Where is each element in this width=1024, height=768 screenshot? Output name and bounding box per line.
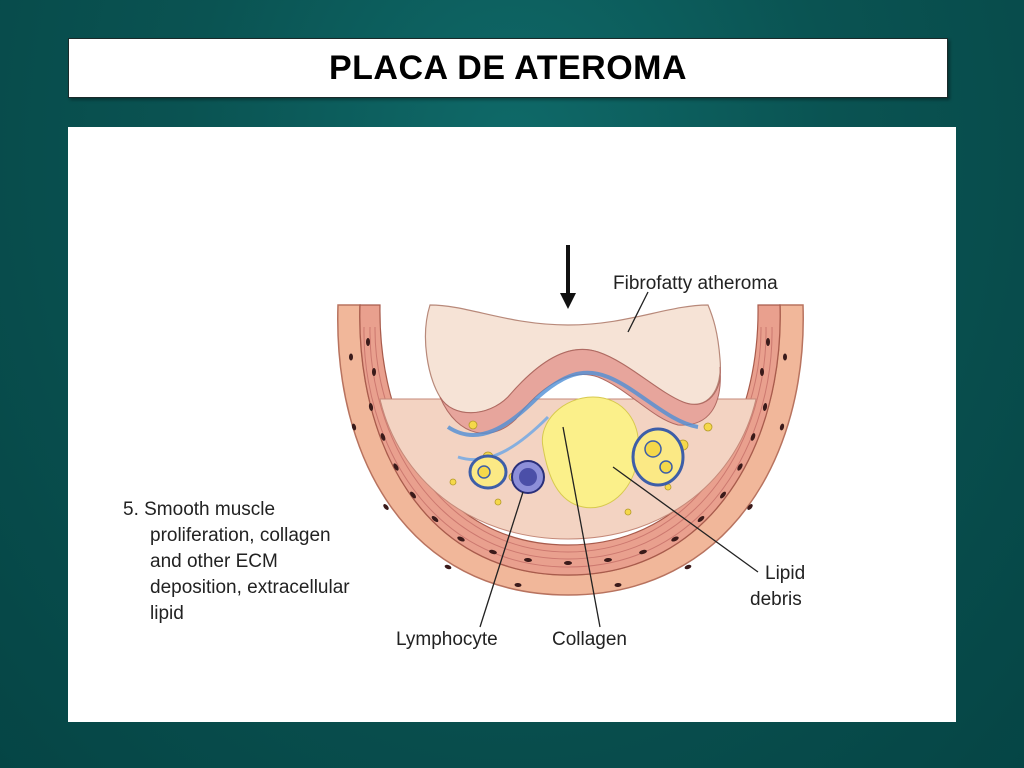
lymphocyte-cell <box>511 460 545 494</box>
content-panel: Fibrofatty atheroma 5. Smooth muscle pro… <box>68 127 956 722</box>
step-line-2: proliferation, collagen <box>150 525 331 546</box>
foam-cell-right <box>631 427 685 487</box>
label-fibrofatty: Fibrofatty atheroma <box>613 273 778 294</box>
label-lymphocyte: Lymphocyte <box>396 629 498 650</box>
slide-title: PLACA DE ATEROMA <box>328 48 688 87</box>
step-description: 5. Smooth muscle proliferation, collagen… <box>123 499 350 624</box>
plaque <box>379 304 757 540</box>
title-box: PLACA DE ATEROMA <box>68 38 948 98</box>
step-line-4: deposition, extracellular <box>150 577 350 598</box>
step-line-1: 5. Smooth muscle <box>123 499 275 520</box>
label-lipid-1: Lipid <box>765 563 805 584</box>
foam-cell-left <box>468 454 508 490</box>
step-line-5: lipid <box>150 603 184 624</box>
label-collagen: Collagen <box>552 629 627 650</box>
nuclei <box>349 338 787 588</box>
step-line-3: and other ECM <box>150 551 278 572</box>
down-arrow-icon <box>560 245 576 309</box>
leader-lines <box>479 291 759 628</box>
label-lipid-2: debris <box>750 589 802 610</box>
atheroma-diagram: Fibrofatty atheroma 5. Smooth muscle pro… <box>123 245 805 650</box>
collagen-strand <box>446 370 699 438</box>
